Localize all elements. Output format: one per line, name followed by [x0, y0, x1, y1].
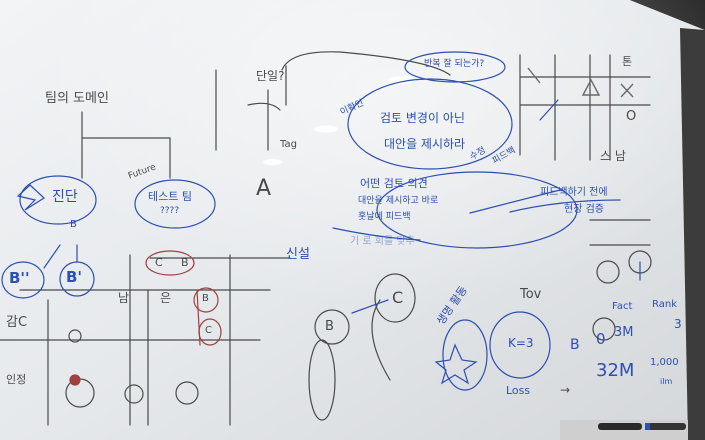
team-domain-title: 팀의 도메인 [45, 91, 109, 106]
column-nam: 남 [118, 291, 130, 305]
stats-3m: 3M [614, 325, 634, 340]
rank-label: Rank [652, 299, 677, 310]
grid-low: 스 남 [600, 149, 626, 163]
middle-circle-b: B [325, 319, 334, 334]
item-2-sub-2: 훗날에 피드백 [358, 212, 411, 222]
grid-mark: 톤 [622, 55, 633, 68]
stats-32m: 32M [596, 360, 635, 381]
tov-label: Tov [520, 287, 542, 302]
tag-label: Tag [280, 139, 297, 150]
test-team-sub: ???? [160, 206, 180, 216]
bottom-note: Loss [506, 384, 531, 397]
right-note-2: 현장 검증 [564, 204, 604, 215]
ellipse-line-2: 대안을 제시하라 [384, 137, 466, 151]
big-a-label: A [256, 176, 272, 201]
diagnosis-sub: B [70, 219, 77, 230]
column-eun: 은 [160, 291, 172, 305]
ellipse-line-1: 검토 변경이 아닌 [380, 111, 465, 125]
item-2: 어떤 검토 의견 [360, 177, 428, 190]
stats-zero: 0 [596, 330, 606, 348]
chain-b: B [181, 256, 189, 269]
single-label: 단일? [256, 69, 285, 83]
bottom-small: ilm [660, 377, 673, 386]
arrow-label: → [560, 383, 571, 397]
red-b: B [202, 293, 209, 304]
middle-c: C [392, 288, 404, 307]
node-b-double-prime: B'' [9, 269, 30, 287]
right-note-1: 피드백하기 전에 [540, 187, 608, 198]
red-c: C [205, 325, 212, 336]
grid-o: O [626, 109, 637, 124]
row-bottom: 인정 [6, 373, 27, 386]
shinsul-label: 신설 [286, 247, 310, 262]
fact-label: Fact [612, 301, 633, 312]
item-2-sub-1: 대안을 제시하고 바로 [358, 196, 439, 206]
diagnosis-label: 진단 [52, 189, 78, 205]
test-team-label: 테스트 팀 [148, 190, 192, 203]
chain-c: C [155, 256, 163, 269]
k-equals-3: K=3 [508, 336, 534, 350]
rank-3: 3 [674, 317, 682, 331]
label-1000: 1,000 [650, 357, 679, 368]
node-b-prime: B' [66, 268, 83, 286]
stats-b: B [570, 337, 580, 353]
faded-row: 기 로 회를 맞추 [350, 236, 415, 247]
top-question: 반복 잘 되는가? [424, 59, 485, 69]
row-gam-c: 감C [6, 315, 28, 330]
